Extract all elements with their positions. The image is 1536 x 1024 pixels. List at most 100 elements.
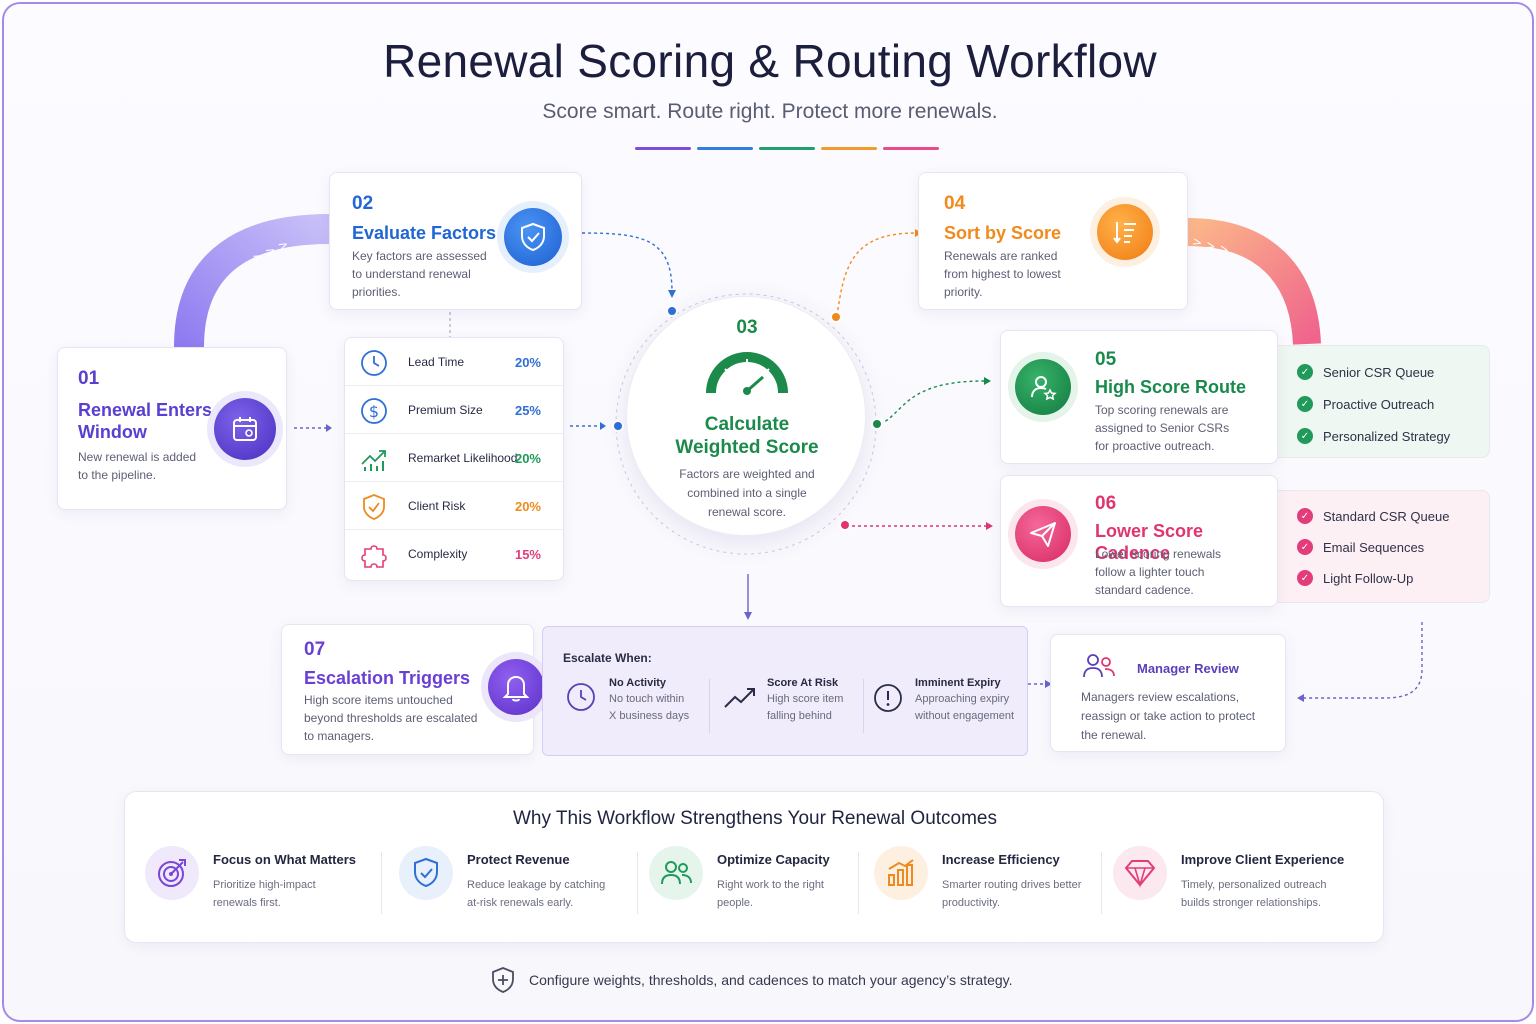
high-score-list: ✓Senior CSR Queue ✓Proactive Outreach ✓P… <box>1272 345 1490 458</box>
divider-segment <box>697 147 753 150</box>
step-06-card[interactable]: 06 Lower Score Cadence Lower scoring ren… <box>1000 475 1278 607</box>
shield-check-icon <box>399 846 453 900</box>
factor-label: Client Risk <box>408 499 466 513</box>
node-dot <box>666 305 678 317</box>
step-title: Escalation Triggers <box>304 668 471 688</box>
node-dot <box>612 420 624 432</box>
check-icon: ✓ <box>1297 364 1313 380</box>
step-number: 02 <box>352 193 374 214</box>
factor-row[interactable]: Complexity 15% <box>345 530 563 578</box>
step-number: 01 <box>78 368 100 389</box>
step-title: Evaluate Factors <box>352 223 497 243</box>
benefits-heading: Why This Workflow Strengthens Your Renew… <box>512 808 998 829</box>
list-item: ✓Proactive Outreach <box>1297 396 1434 412</box>
divider-segment <box>883 147 939 150</box>
check-icon: ✓ <box>1297 508 1313 524</box>
shield-icon <box>490 966 516 999</box>
manager-title: Manager Review <box>1137 661 1239 676</box>
factor-label: Premium Size <box>408 403 483 417</box>
escalate-heading: Escalate When: <box>563 651 652 665</box>
trend-up-icon <box>359 444 389 474</box>
right-arc <box>1186 218 1321 345</box>
factor-row[interactable]: $ Premium Size 25% <box>345 386 563 434</box>
step-number: 06 <box>1095 493 1117 514</box>
list-item: ✓Personalized Strategy <box>1297 428 1450 444</box>
factor-label: Remarket Likelihood <box>408 451 518 465</box>
factors-table: Lead Time 20% $ Premium Size 25% Remarke… <box>344 337 564 581</box>
clock-icon <box>565 681 597 718</box>
target-icon <box>145 846 199 900</box>
factor-label: Complexity <box>408 547 468 561</box>
page-subtitle: Score smart. Route right. Protect more r… <box>542 100 998 123</box>
factor-weight: 20% <box>514 499 541 514</box>
left-arc <box>174 214 330 348</box>
list-item: ✓Email Sequences <box>1297 539 1424 555</box>
check-icon: ✓ <box>1297 428 1313 444</box>
divider-segment <box>821 147 877 150</box>
connector-layer: > > > > > > <box>174 214 1423 702</box>
divider-segment <box>759 147 815 150</box>
svg-text:$: $ <box>369 402 379 421</box>
trend-icon <box>723 685 757 716</box>
dollar-icon: $ <box>359 396 389 426</box>
footer-note: Configure weights, thresholds, and caden… <box>529 972 1013 988</box>
users-icon <box>1081 651 1117 686</box>
factor-weight: 25% <box>514 403 541 418</box>
sort-list-icon <box>1097 204 1153 260</box>
bell-icon <box>488 659 544 715</box>
page-title: Renewal Scoring & Routing Workflow <box>383 35 1157 87</box>
alert-icon <box>873 683 903 718</box>
factor-label: Lead Time <box>408 355 465 369</box>
paper-plane-icon <box>1015 506 1071 562</box>
manager-review-card[interactable]: Manager Review Managers review escalatio… <box>1050 634 1286 752</box>
node-dot <box>830 311 842 323</box>
step-number: 05 <box>1095 349 1117 370</box>
step-title: Sort by Score <box>944 223 1062 243</box>
user-star-icon <box>1015 359 1071 415</box>
factor-weight: 20% <box>514 451 541 466</box>
check-icon: ✓ <box>1297 396 1313 412</box>
step-number: 03 <box>736 317 758 338</box>
factor-row[interactable]: Client Risk 20% <box>345 482 563 530</box>
shield-check-icon <box>359 492 389 522</box>
factor-weight: 15% <box>514 547 541 562</box>
node-dot <box>871 418 883 430</box>
factor-row[interactable]: Remarket Likelihood 20% <box>345 434 563 482</box>
diamond-icon <box>1113 846 1167 900</box>
gauge-icon <box>705 347 789 402</box>
factor-row[interactable]: Lead Time 20% <box>345 338 563 386</box>
benefits-panel: Why This Workflow Strengthens Your Renew… <box>124 791 1384 943</box>
step-05-card[interactable]: 05 High Score Route Top scoring renewals… <box>1000 330 1278 464</box>
step-number: 07 <box>304 639 326 660</box>
step-02-card[interactable]: 02 Evaluate Factors Key factors are asse… <box>329 172 582 310</box>
list-item: ✓Light Follow-Up <box>1297 570 1413 586</box>
divider-segment <box>635 147 691 150</box>
step-title: Lower Score Cadence <box>1095 521 1204 563</box>
check-icon: ✓ <box>1297 539 1313 555</box>
node-dot <box>839 519 851 531</box>
step-07-card[interactable]: 07 Escalation Triggers High score items … <box>281 624 544 755</box>
clock-icon <box>359 348 389 378</box>
factor-weight: 20% <box>514 355 541 370</box>
users-icon <box>649 846 703 900</box>
low-score-list: ✓Standard CSR Queue ✓Email Sequences ✓Li… <box>1272 490 1490 603</box>
manager-desc: Managers review escalations,reassign or … <box>1081 690 1256 742</box>
puzzle-icon <box>359 540 389 570</box>
step-title: High Score Route <box>1095 377 1247 397</box>
